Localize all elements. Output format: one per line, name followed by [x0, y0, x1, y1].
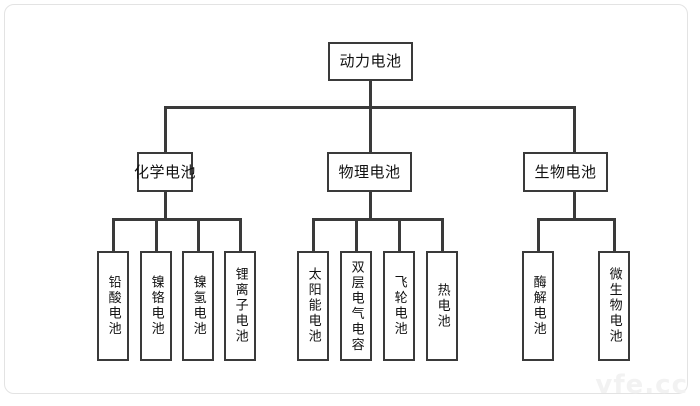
node-chemical-battery[interactable]: 化学电池	[134, 152, 196, 192]
node-flywheel-battery[interactable]: 飞轮电池	[383, 251, 415, 361]
connector-drop-chemical	[164, 106, 167, 153]
connector-biological-drop	[573, 192, 576, 220]
connector-drop-enzymatic	[537, 218, 540, 252]
node-enzymatic-battery[interactable]: 酶解电池	[522, 251, 554, 361]
watermark-text: vfe.cc	[595, 370, 688, 400]
connector-drop-lead-acid	[112, 218, 115, 252]
node-microbial-battery[interactable]: 微生物电池	[598, 251, 630, 361]
node-biological-battery[interactable]: 生物电池	[523, 152, 608, 192]
connector-physical-bus	[312, 218, 444, 221]
connector-drop-flywheel	[398, 218, 401, 252]
node-double-layer-capacitor[interactable]: 双层电气电容	[340, 251, 372, 361]
connector-drop-biological	[573, 106, 576, 153]
node-solar-battery[interactable]: 太阳能电池	[297, 251, 329, 361]
connector-drop-lithium-ion	[239, 218, 242, 252]
connector-physical-drop	[369, 192, 372, 220]
connector-chemical-drop	[164, 192, 167, 220]
node-nickel-hydrogen-battery[interactable]: 镍氢电池	[182, 251, 214, 361]
node-physical-battery[interactable]: 物理电池	[327, 152, 412, 192]
node-lithium-ion-battery[interactable]: 锂离子电池	[224, 251, 256, 361]
node-thermal-battery[interactable]: 热电池	[426, 251, 458, 361]
connector-drop-physical	[369, 106, 372, 153]
connector-chemical-bus	[112, 218, 242, 221]
connector-drop-nickel-hydrogen	[197, 218, 200, 252]
connector-drop-microbial	[613, 218, 616, 252]
connector-drop-nickel-chromium	[155, 218, 158, 252]
connector-root-drop	[369, 80, 372, 108]
connector-drop-solar	[312, 218, 315, 252]
node-lead-acid-battery[interactable]: 铅酸电池	[97, 251, 129, 361]
connector-biological-bus	[537, 218, 616, 221]
connector-drop-double-layer-capacitor	[355, 218, 358, 252]
node-root-power-battery[interactable]: 动力电池	[328, 42, 413, 81]
connector-drop-thermal	[441, 218, 444, 252]
node-nickel-chromium-battery[interactable]: 镍铬电池	[140, 251, 172, 361]
